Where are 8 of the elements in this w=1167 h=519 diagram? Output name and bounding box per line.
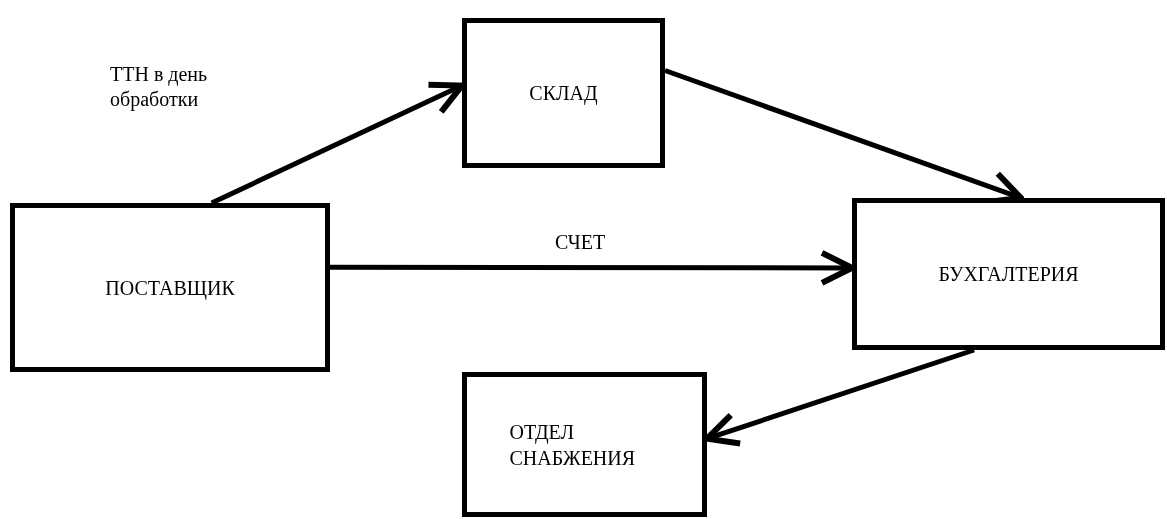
box-label: СКЛАД bbox=[529, 81, 598, 106]
process-box bbox=[462, 372, 707, 517]
box-label: ОТДЕЛ СНАБЖЕНИЯ bbox=[509, 419, 637, 471]
process-box bbox=[462, 18, 665, 168]
process-box bbox=[10, 203, 330, 372]
box-label: ПОСТАВЩИК bbox=[105, 275, 235, 301]
process-box bbox=[852, 198, 1165, 350]
box-label: БУХГАЛТЕРИЯ bbox=[938, 262, 1079, 287]
